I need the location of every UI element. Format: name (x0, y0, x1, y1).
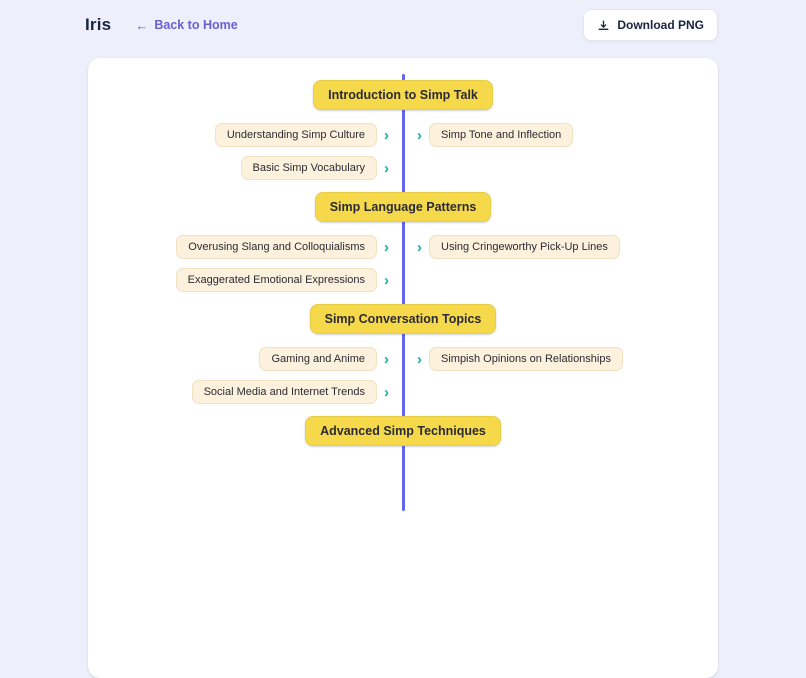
chevron-right-icon[interactable]: › (384, 271, 389, 289)
subtopic-row: Gaming and Anime › › Simpish Opinions on… (88, 347, 718, 371)
chevron-right-icon[interactable]: › (417, 238, 422, 256)
subtopic-row: Understanding Simp Culture › › Simp Tone… (88, 123, 718, 147)
subtopic-label: Social Media and Internet Trends (203, 386, 365, 398)
subtopic-row: Overusing Slang and Colloquialisms › › U… (88, 235, 718, 259)
mindmap-section: Introduction to Simp Talk Understanding … (88, 80, 718, 180)
subtopic-row: Exaggerated Emotional Expressions › (88, 268, 718, 292)
subtopic-label: Understanding Simp Culture (226, 129, 365, 141)
subtopic-label: Exaggerated Emotional Expressions (187, 274, 365, 286)
chevron-right-icon[interactable]: › (384, 159, 389, 177)
subtopic-row: Basic Simp Vocabulary › (88, 156, 718, 180)
subtopic-pill[interactable]: Using Cringeworthy Pick-Up Lines (429, 235, 620, 259)
topic-node[interactable]: Simp Conversation Topics (309, 304, 497, 334)
chevron-right-icon[interactable]: › (384, 383, 389, 401)
mindmap-timeline: Introduction to Simp Talk Understanding … (88, 58, 718, 511)
subtopic-pill[interactable]: Gaming and Anime (259, 347, 377, 371)
chevron-right-icon[interactable]: › (384, 238, 389, 256)
subtopic-label: Simp Tone and Inflection (441, 129, 562, 141)
top-bar-left: Iris ← Back to Home (85, 15, 238, 35)
subtopic-pill[interactable]: Basic Simp Vocabulary (240, 156, 377, 180)
topic-node[interactable]: Simp Language Patterns (314, 192, 492, 222)
chevron-right-icon[interactable]: › (417, 350, 422, 368)
subtopic-label: Gaming and Anime (271, 353, 365, 365)
mindmap-canvas: Introduction to Simp Talk Understanding … (88, 58, 718, 678)
subtopic-pill[interactable]: Simp Tone and Inflection (429, 123, 574, 147)
back-to-home-link[interactable]: ← Back to Home (135, 18, 237, 32)
download-icon (597, 19, 610, 32)
mindmap-section: Simp Language Patterns Overusing Slang a… (88, 192, 718, 292)
chevron-right-icon[interactable]: › (417, 126, 422, 144)
subtopic-pill[interactable]: Simpish Opinions on Relationships (429, 347, 623, 371)
subtopic-label: Using Cringeworthy Pick-Up Lines (441, 241, 608, 253)
back-to-home-label: Back to Home (154, 18, 238, 32)
back-arrow-icon: ← (135, 17, 149, 33)
subtopic-label: Overusing Slang and Colloquialisms (188, 241, 365, 253)
topic-node[interactable]: Advanced Simp Techniques (305, 416, 501, 446)
download-png-button[interactable]: Download PNG (583, 9, 718, 41)
subtopic-pill[interactable]: Social Media and Internet Trends (191, 380, 377, 404)
subtopic-pill[interactable]: Overusing Slang and Colloquialisms (176, 235, 377, 259)
chevron-right-icon[interactable]: › (384, 350, 389, 368)
subtopic-pill[interactable]: Understanding Simp Culture (214, 123, 377, 147)
top-bar: Iris ← Back to Home Download PNG (0, 0, 806, 50)
subtopic-row: Social Media and Internet Trends › (88, 380, 718, 404)
subtopic-label: Simpish Opinions on Relationships (441, 353, 611, 365)
subtopic-label: Basic Simp Vocabulary (252, 162, 366, 174)
chevron-right-icon[interactable]: › (384, 126, 389, 144)
timeline-line (401, 74, 405, 511)
subtopic-pill[interactable]: Exaggerated Emotional Expressions (175, 268, 377, 292)
page-title: Iris (85, 15, 112, 34)
mindmap-section: Simp Conversation Topics Gaming and Anim… (88, 304, 718, 404)
topic-node[interactable]: Introduction to Simp Talk (313, 80, 493, 110)
download-png-label: Download PNG (617, 18, 704, 32)
